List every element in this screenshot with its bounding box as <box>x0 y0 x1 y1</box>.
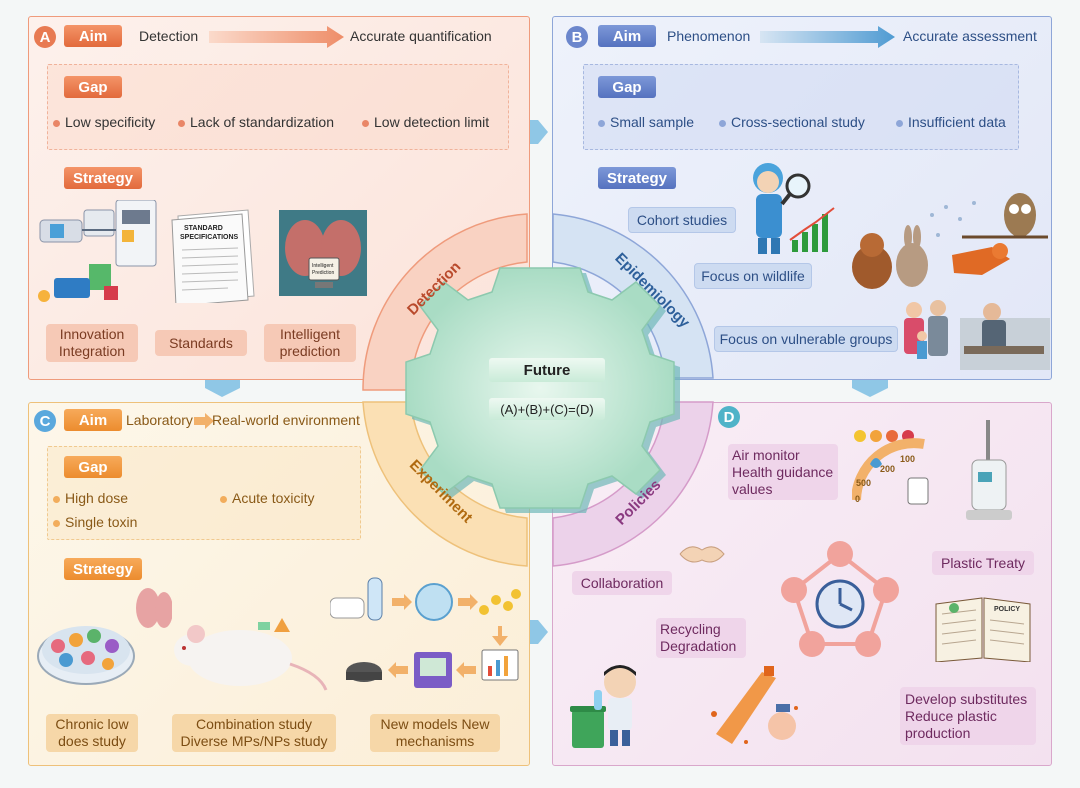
panel-a-strategy-tag: Strategy <box>64 167 142 189</box>
future-formula: (A)+(B)+(C)=(D) <box>489 398 605 420</box>
panel-a-letter: A <box>34 26 56 48</box>
panel-a-aim-to: Accurate quantification <box>350 28 492 44</box>
petri-dish-illustration <box>37 588 172 685</box>
lab-instrument-illustration <box>38 200 157 302</box>
handshake-icon <box>679 546 725 563</box>
panel-b-gap-item: Small sample <box>598 114 694 130</box>
strategy-combination-study: Combination study Diverse MPs/NPs study <box>172 714 336 752</box>
panel-b-gap-item: Insufficient data <box>896 114 1006 130</box>
panel-b-letter: B <box>566 26 588 48</box>
panel-b-aim-tag: Aim <box>598 25 656 47</box>
policy-collaboration: Collaboration <box>572 571 672 595</box>
standards-document-illustration: STANDARD SPECIFICATIONS <box>171 209 255 303</box>
panel-b-strategy-tag: Strategy <box>598 167 676 189</box>
policy-network-diagram <box>781 541 899 657</box>
strategy-cohort-studies: Cohort studies <box>628 207 736 233</box>
mouse-illustration <box>174 618 328 691</box>
panel-c-gap-item: Acute toxicity <box>220 490 314 506</box>
plastic-degradation-illustration <box>711 666 798 744</box>
panel-d-letter: D <box>718 406 740 428</box>
panel-c-gap-tag: Gap <box>64 456 122 478</box>
policy-air-monitor: Air monitor Health guidance values <box>728 444 838 500</box>
panel-c-letter: C <box>34 410 56 432</box>
panel-a-gap-item: Lack of standardization <box>178 114 334 130</box>
future-title: Future <box>489 358 605 382</box>
panel-b-aim-from: Phenomenon <box>667 28 751 44</box>
panel-b-gap-item: Cross-sectional study <box>719 114 865 130</box>
experiment-workflow-illustration <box>330 577 521 688</box>
policy-plastic-treaty: Plastic Treaty <box>932 551 1034 575</box>
wildlife-illustration <box>852 193 1048 289</box>
gauge-number: 0 <box>855 494 860 504</box>
svg-text:SPECIFICATIONS: SPECIFICATIONS <box>180 234 239 241</box>
vulnerable-groups-illustration <box>904 300 1050 370</box>
panel-a-gap-item: Low specificity <box>53 114 155 130</box>
intelligent-prediction-illustration: Intelligent Prediction <box>279 210 367 296</box>
panel-b-gap-tag: Gap <box>598 76 656 98</box>
strategy-new-models: New models New mechanisms <box>370 714 500 752</box>
panel-a-gap-tag: Gap <box>64 76 122 98</box>
strategy-chronic-low-dose: Chronic low does study <box>46 714 138 752</box>
strategy-innovation-integration: Innovation Integration <box>46 324 138 362</box>
strategy-intelligent-prediction: Intelligent prediction <box>264 324 356 362</box>
panel-b-aim-to: Accurate assessment <box>903 28 1037 44</box>
panel-c-aim-arrow <box>194 413 214 429</box>
strategy-focus-on-wildlife: Focus on wildlife <box>694 263 812 289</box>
strategy-focus-on-vulnerable-groups: Focus on vulnerable groups <box>714 326 898 352</box>
svg-text:STANDARD: STANDARD <box>184 225 223 232</box>
panel-c-aim-from: Laboratory <box>126 412 193 428</box>
air-monitor-device-illustration <box>966 420 1012 520</box>
air-quality-gauge-illustration: 0 500 200 100 <box>852 430 929 505</box>
strategy-standards: Standards <box>155 330 247 356</box>
policy-doc-title: POLICY <box>994 606 1020 613</box>
panel-c-strategy-tag: Strategy <box>64 558 142 580</box>
policy-develop-substitutes: Develop substitutes Reduce plastic produ… <box>900 687 1036 745</box>
svg-text:Intelligent: Intelligent <box>312 263 334 269</box>
gauge-number: 500 <box>856 478 871 488</box>
panel-c-aim-to: Real-world environment <box>212 412 360 428</box>
svg-text:Prediction: Prediction <box>312 270 334 276</box>
panel-c-gap-item: Single toxin <box>53 514 137 530</box>
panel-a-aim-arrow <box>209 26 344 48</box>
panel-c-aim-tag: Aim <box>64 409 122 431</box>
panel-a-gap-box <box>47 64 509 150</box>
gauge-number: 200 <box>880 464 895 474</box>
panel-a-aim-from: Detection <box>139 28 199 44</box>
panel-a-gap-item: Low detection limit <box>362 114 489 130</box>
gauge-number: 100 <box>900 454 915 464</box>
panel-b-aim-arrow <box>760 26 895 48</box>
policy-recycling-degradation: Recycling Degradation <box>656 618 746 658</box>
policy-book-illustration: POLICY <box>935 597 1031 662</box>
child-recycling-illustration <box>570 665 636 748</box>
panel-a-aim-tag: Aim <box>64 25 122 47</box>
panel-c-gap-item: High dose <box>53 490 128 506</box>
researcher-magnifier-illustration <box>753 163 835 254</box>
